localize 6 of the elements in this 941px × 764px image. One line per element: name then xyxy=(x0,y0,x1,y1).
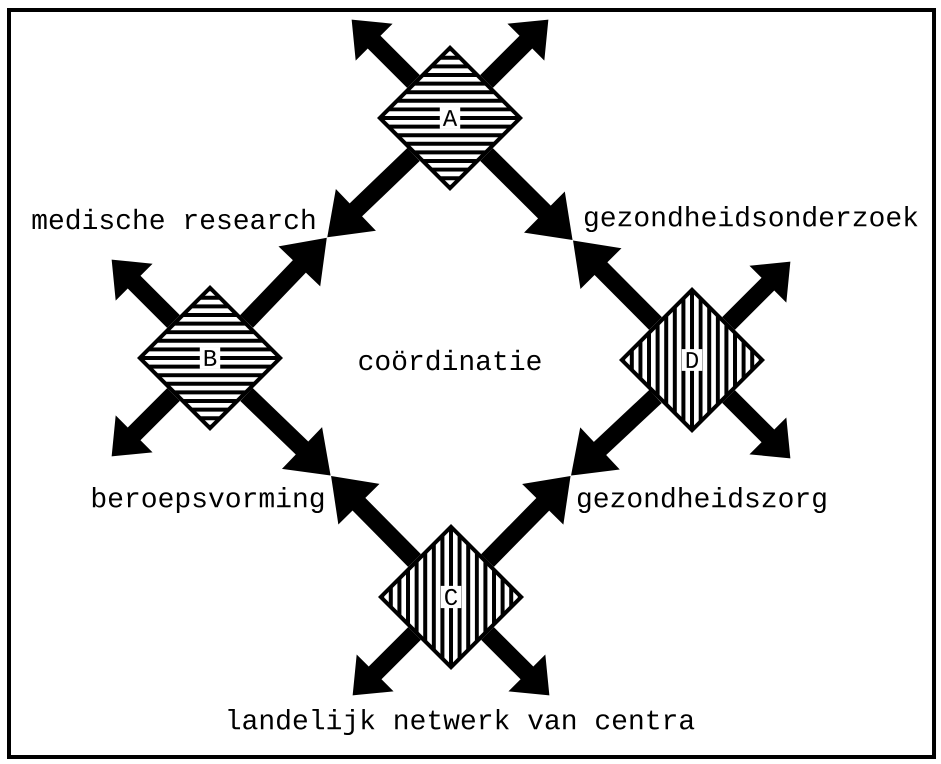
caption-text: landelijk netwerk van centra xyxy=(228,708,694,736)
caption-text: coördinatie xyxy=(359,350,541,370)
topic-label: gezondheidszorg xyxy=(578,486,826,514)
topic-label: gezondheidsonderzoek xyxy=(584,206,918,232)
topic-label: medische research xyxy=(32,208,314,230)
topic-label: beroepsvorming xyxy=(92,486,324,514)
